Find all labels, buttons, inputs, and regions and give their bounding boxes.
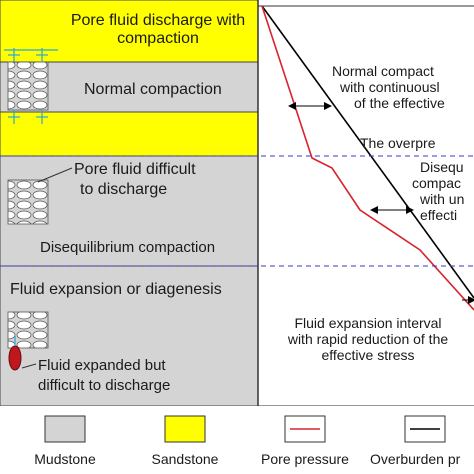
zone3-line1: Fluid expanded but bbox=[38, 357, 166, 374]
grain-box-3 bbox=[7, 311, 49, 349]
sandstone-layer-2 bbox=[0, 111, 259, 157]
expansion-line3: effective stress bbox=[321, 347, 415, 363]
normal-compaction-line1: Normal compact bbox=[332, 63, 434, 79]
lithology-column bbox=[0, 0, 259, 407]
diseq-line1: Disequ bbox=[420, 159, 464, 175]
normal-compaction-line2: with continuousl bbox=[340, 79, 440, 95]
overpressure-label: The overpre bbox=[360, 135, 436, 151]
legend-label-pore-pressure: Pore pressure bbox=[261, 451, 349, 467]
overburden-pressure-line bbox=[261, 5, 474, 299]
zone2-line2: to discharge bbox=[80, 181, 168, 198]
diseq-line4: effecti bbox=[420, 207, 458, 223]
diseq-line3: with un bbox=[420, 191, 465, 207]
zone1-normal-label: Normal compaction bbox=[84, 81, 222, 98]
grain-box-2 bbox=[7, 179, 49, 225]
zone3-title: Fluid expansion or diagenesis bbox=[10, 281, 222, 298]
connector-diseq bbox=[37, 167, 73, 183]
legend-swatch-mudstone bbox=[44, 415, 86, 443]
legend bbox=[0, 406, 474, 474]
expansion-line2: with rapid reduction of the bbox=[287, 331, 449, 347]
connector-expansion bbox=[21, 363, 37, 369]
zone1-title: Pore fluid discharge with compaction bbox=[70, 12, 246, 47]
legend-label-sandstone: Sandstone bbox=[151, 451, 219, 467]
expansion-line1: Fluid expansion interval bbox=[294, 315, 442, 331]
fluid-droplet-icon bbox=[8, 345, 22, 371]
zone2-label: Disequilibrium compaction bbox=[40, 239, 216, 256]
diseq-line2: compac bbox=[412, 175, 462, 191]
sandstone-layer-top bbox=[0, 0, 259, 63]
legend-label-mudstone: Mudstone bbox=[34, 451, 96, 467]
grain-box-1 bbox=[7, 61, 49, 111]
normal-compaction-line3: of the effective bbox=[354, 95, 445, 111]
pressure-chart bbox=[0, 0, 474, 407]
legend-label-overburden: Overburden pr bbox=[370, 451, 461, 467]
fluid-flow-arrows bbox=[4, 48, 58, 124]
chart-background bbox=[258, 0, 474, 406]
zone3-line2: difficult to discharge bbox=[38, 377, 171, 394]
legend-swatch-sandstone bbox=[164, 415, 206, 443]
zone2-line1: Pore fluid difficult bbox=[74, 161, 196, 178]
pore-pressure-line bbox=[261, 5, 474, 311]
